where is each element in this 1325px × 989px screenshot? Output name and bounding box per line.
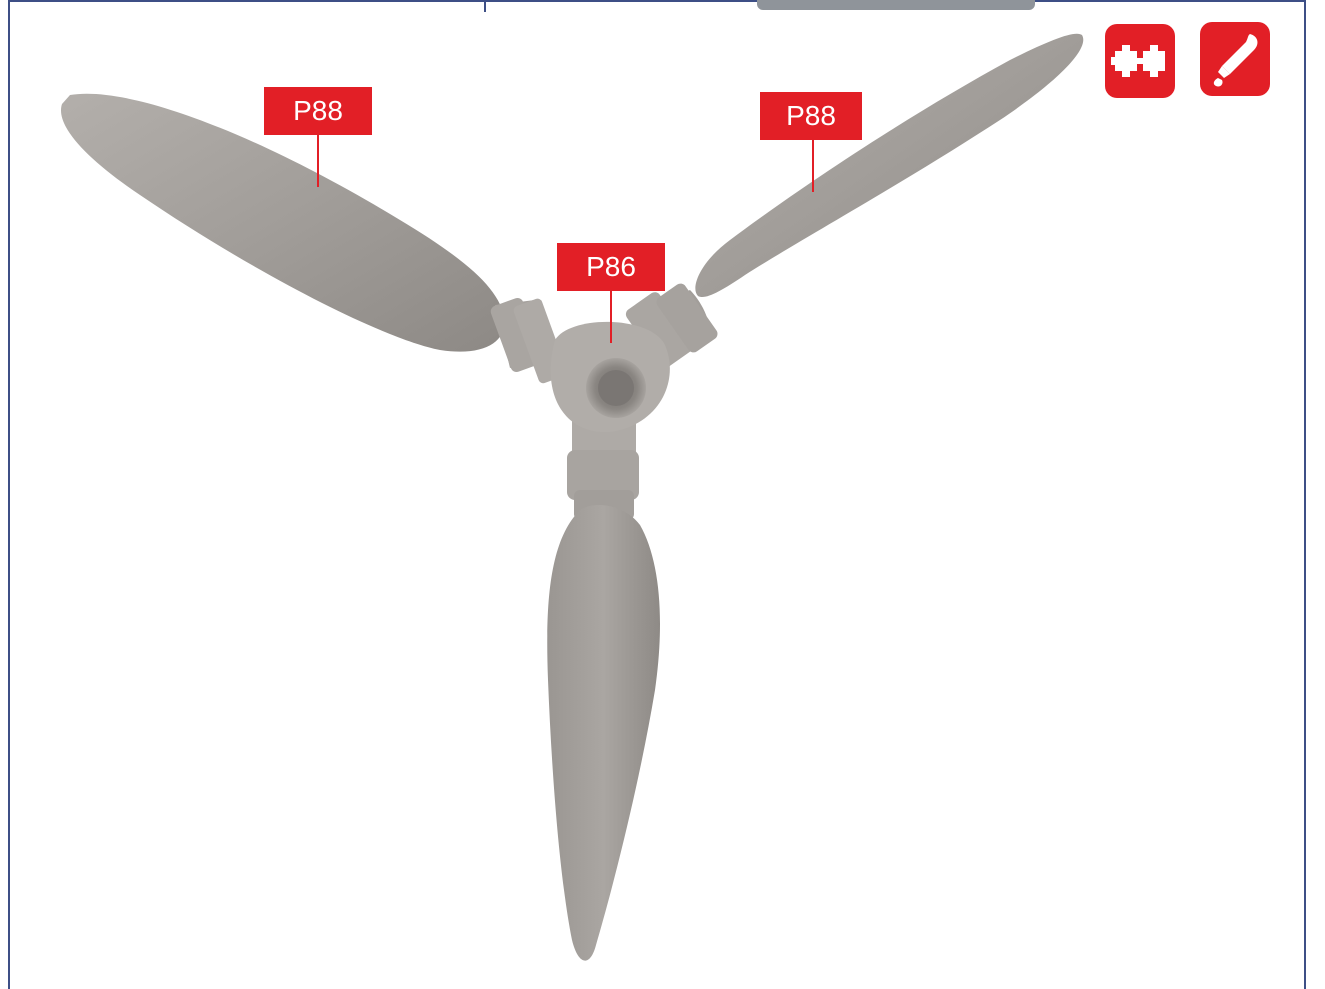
callout-leader-hub bbox=[610, 291, 612, 343]
callout-right-blade: P88 bbox=[760, 92, 862, 140]
callout-left-blade: P88 bbox=[264, 87, 372, 135]
right-blade bbox=[624, 34, 1084, 370]
callout-leader-right bbox=[812, 140, 814, 192]
puzzle-assembly-icon bbox=[1105, 24, 1175, 98]
callout-hub: P86 bbox=[557, 243, 665, 291]
glue-bottle-icon bbox=[1200, 22, 1270, 96]
left-blade bbox=[61, 94, 568, 385]
bottom-blade bbox=[547, 410, 660, 961]
callout-leader-left bbox=[317, 135, 319, 187]
